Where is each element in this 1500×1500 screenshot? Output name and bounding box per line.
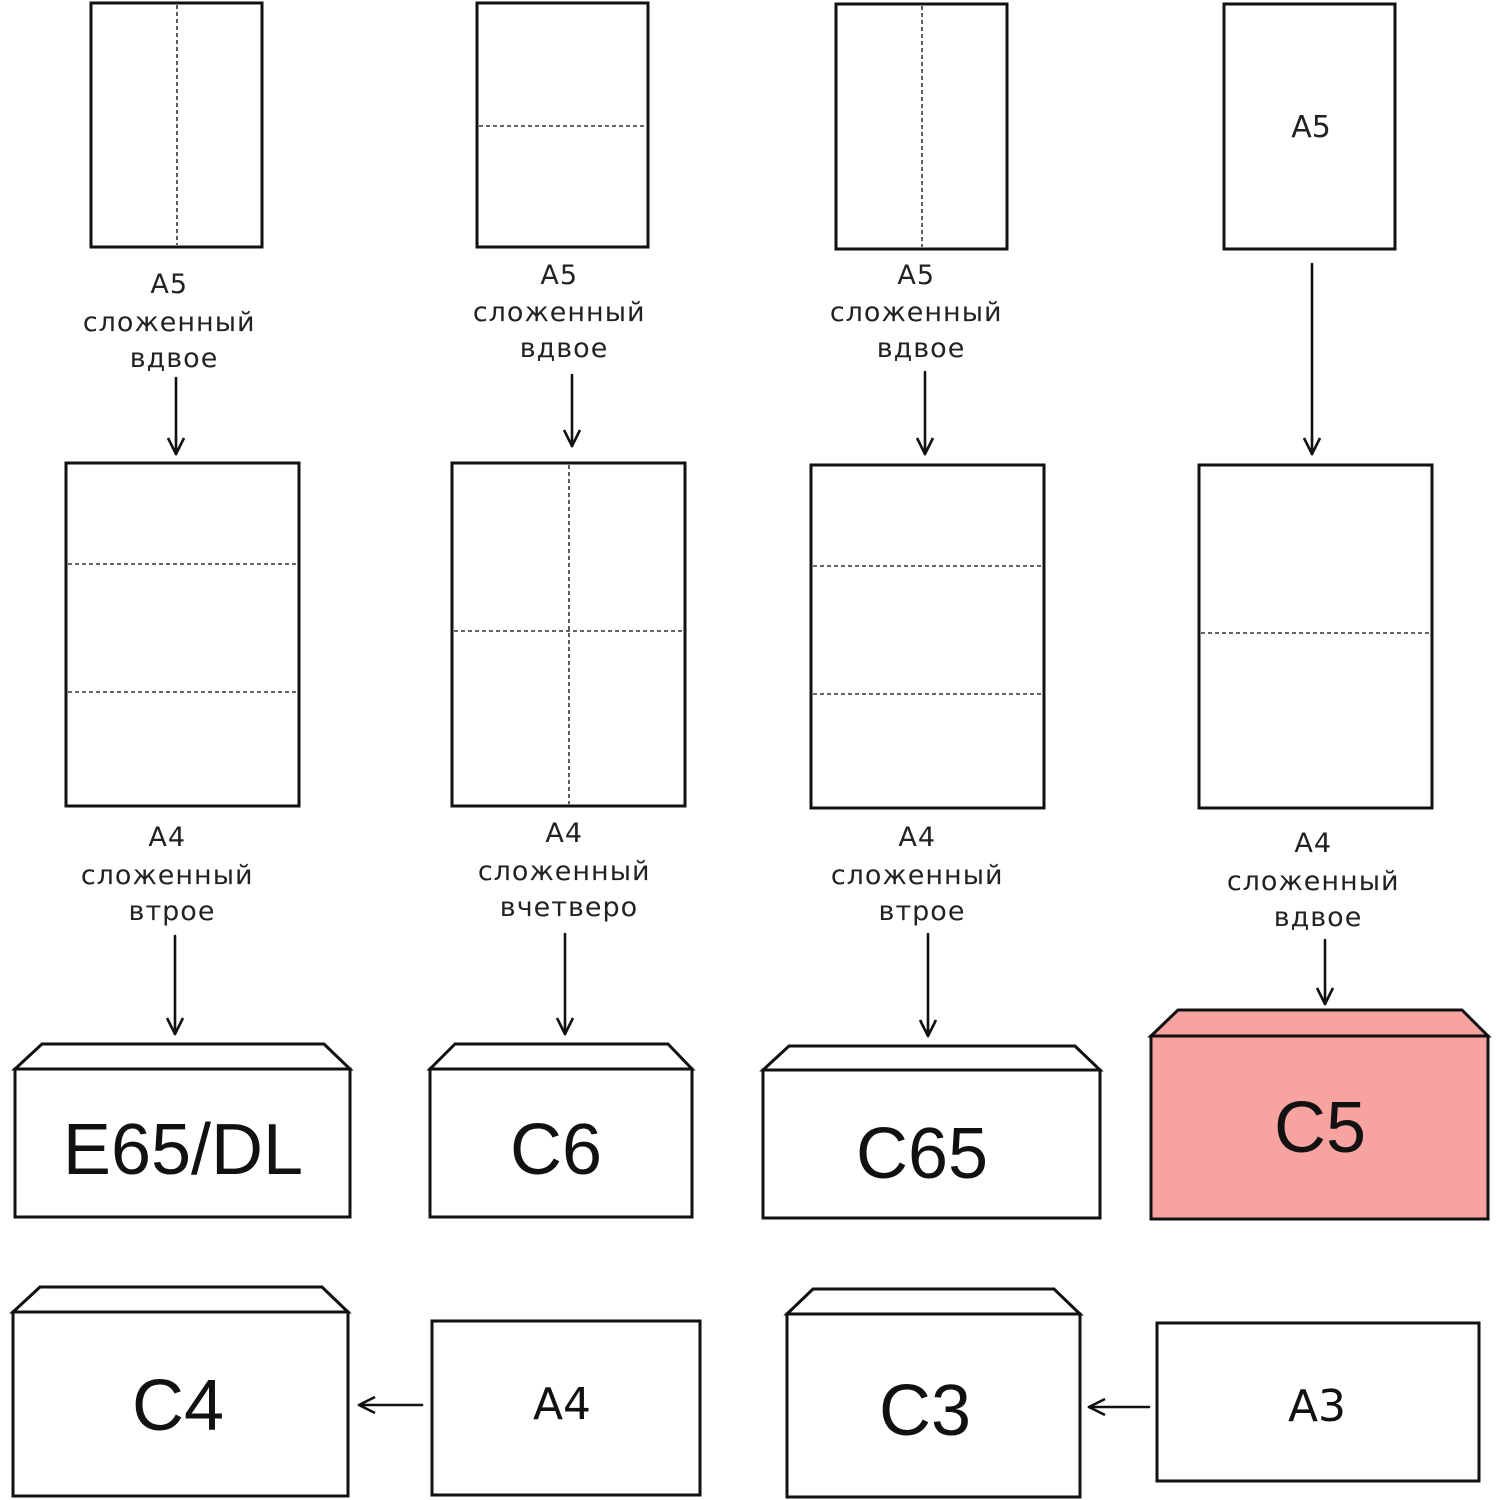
sheet-a4-col2 <box>450 461 687 808</box>
envelope-c4: C4 <box>9 1285 352 1498</box>
column-2: A5 сложенный вдвое A4 сложенный вчетверо… <box>426 1 696 1219</box>
envelope-label: C65 <box>856 1114 988 1194</box>
sheet-a5-col1 <box>89 1 264 249</box>
envelope-label: E65/DL <box>63 1110 303 1190</box>
envelope-c3: C3 <box>783 1287 1084 1499</box>
column-3: A5 сложенный вдвое A4 сложенный втрое C6… <box>759 2 1104 1220</box>
envelope-label: C4 <box>132 1366 224 1446</box>
sheet-size-label: A5 <box>1291 110 1331 145</box>
bottom-row-a3-to-c3: C3 A3 <box>783 1287 1481 1499</box>
column-1: A5 сложенный вдвое A4 сложенный втрое E6… <box>11 1 354 1219</box>
step1-label-col1: A5 сложенный вдвое <box>83 269 265 374</box>
step2-label-col2: A4 сложенный вчетверо <box>478 818 660 923</box>
step1-label-col3: A5 сложенный вдвое <box>830 260 1012 364</box>
paper-a4: A4 <box>430 1319 702 1497</box>
sheet-a5-col3 <box>834 2 1009 251</box>
sheet-a4-col4 <box>1197 463 1434 810</box>
envelope-label: C5 <box>1274 1088 1366 1168</box>
column-4: A5 A4 сложенный вдвое C5 <box>1147 2 1492 1221</box>
paper-a3: A3 <box>1155 1321 1481 1483</box>
envelope-label: C6 <box>510 1110 602 1190</box>
envelope-label: C3 <box>879 1371 971 1451</box>
envelope-c6: C6 <box>426 1042 696 1219</box>
paper-size-label: A3 <box>1288 1381 1346 1432</box>
step1-label-col2: A5 сложенный вдвое <box>473 260 655 364</box>
paper-size-label: A4 <box>533 1379 591 1430</box>
step2-label-col4: A4 сложенный вдвое <box>1227 828 1409 933</box>
sheet-a4-col1 <box>64 461 301 808</box>
sheet-a5-col2 <box>475 1 650 249</box>
step2-label-col1: A4 сложенный втрое <box>81 822 263 927</box>
sheet-a5-col4: A5 <box>1222 2 1397 251</box>
envelope-e65-dl: E65/DL <box>11 1042 354 1219</box>
envelope-c65: C65 <box>759 1044 1104 1220</box>
sheet-a4-col3 <box>809 463 1046 810</box>
bottom-row-a4-to-c4: C4 A4 <box>9 1285 702 1498</box>
envelope-c5-highlighted: C5 <box>1147 1008 1492 1221</box>
step2-label-col3: A4 сложенный втрое <box>831 822 1013 927</box>
